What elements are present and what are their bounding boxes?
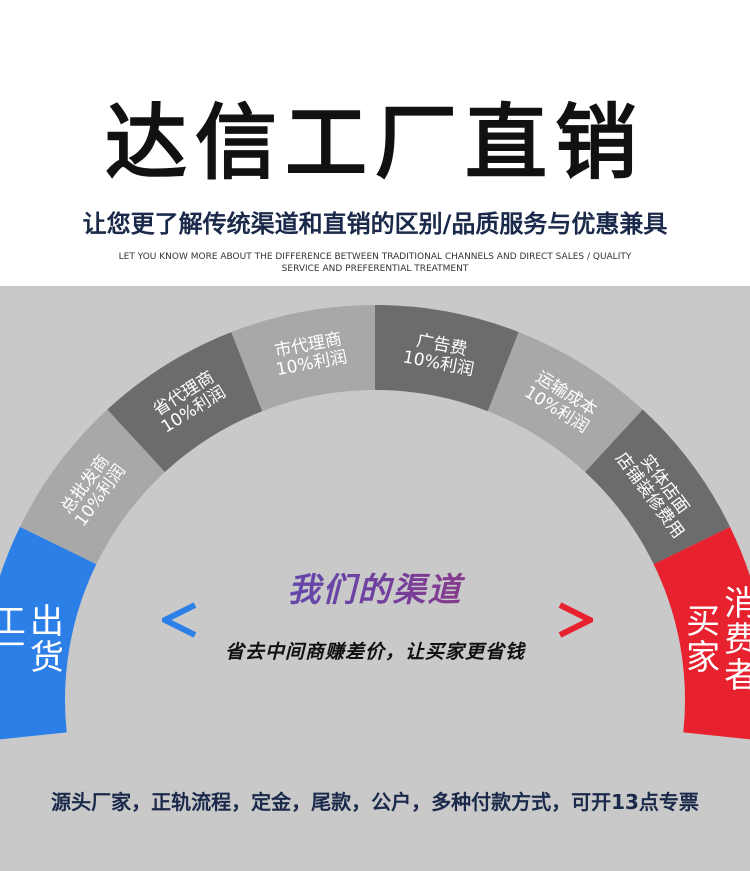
channel-segment-6 <box>585 409 731 565</box>
factory-end-label: 工厂出货 <box>0 602 64 678</box>
channel-segment-2 <box>107 332 263 473</box>
channel-segment-5 <box>487 332 643 473</box>
consumer-end-segment <box>653 526 750 740</box>
consumer-end-label: 消费者买家 <box>686 584 750 696</box>
page-subtitle: 让您更了解传统渠道和直销的区别/品质服务与优惠兼具 <box>82 210 668 238</box>
channel-segment-4 <box>375 305 519 412</box>
header: 达信工厂直销 让您更了解传统渠道和直销的区别/品质服务与优惠兼具 LET YOU… <box>0 0 750 286</box>
channel-segment-1 <box>19 409 165 565</box>
channel-title: 我们的渠道 <box>0 563 750 611</box>
channel-subtitle: 省去中间商赚差价，让买家更省钱 <box>224 641 525 663</box>
page-subtitle-english: LET YOU KNOW MORE ABOUT THE DIFFERENCE B… <box>118 252 632 274</box>
factory-end-segment <box>0 526 97 740</box>
channel-segment-3 <box>231 305 375 412</box>
footer-note: 源头厂家，正轨流程，定金，尾款，公户，多种付款方式，可开13点专票 <box>51 790 699 814</box>
page-title: 达信工厂直销 <box>104 96 645 191</box>
